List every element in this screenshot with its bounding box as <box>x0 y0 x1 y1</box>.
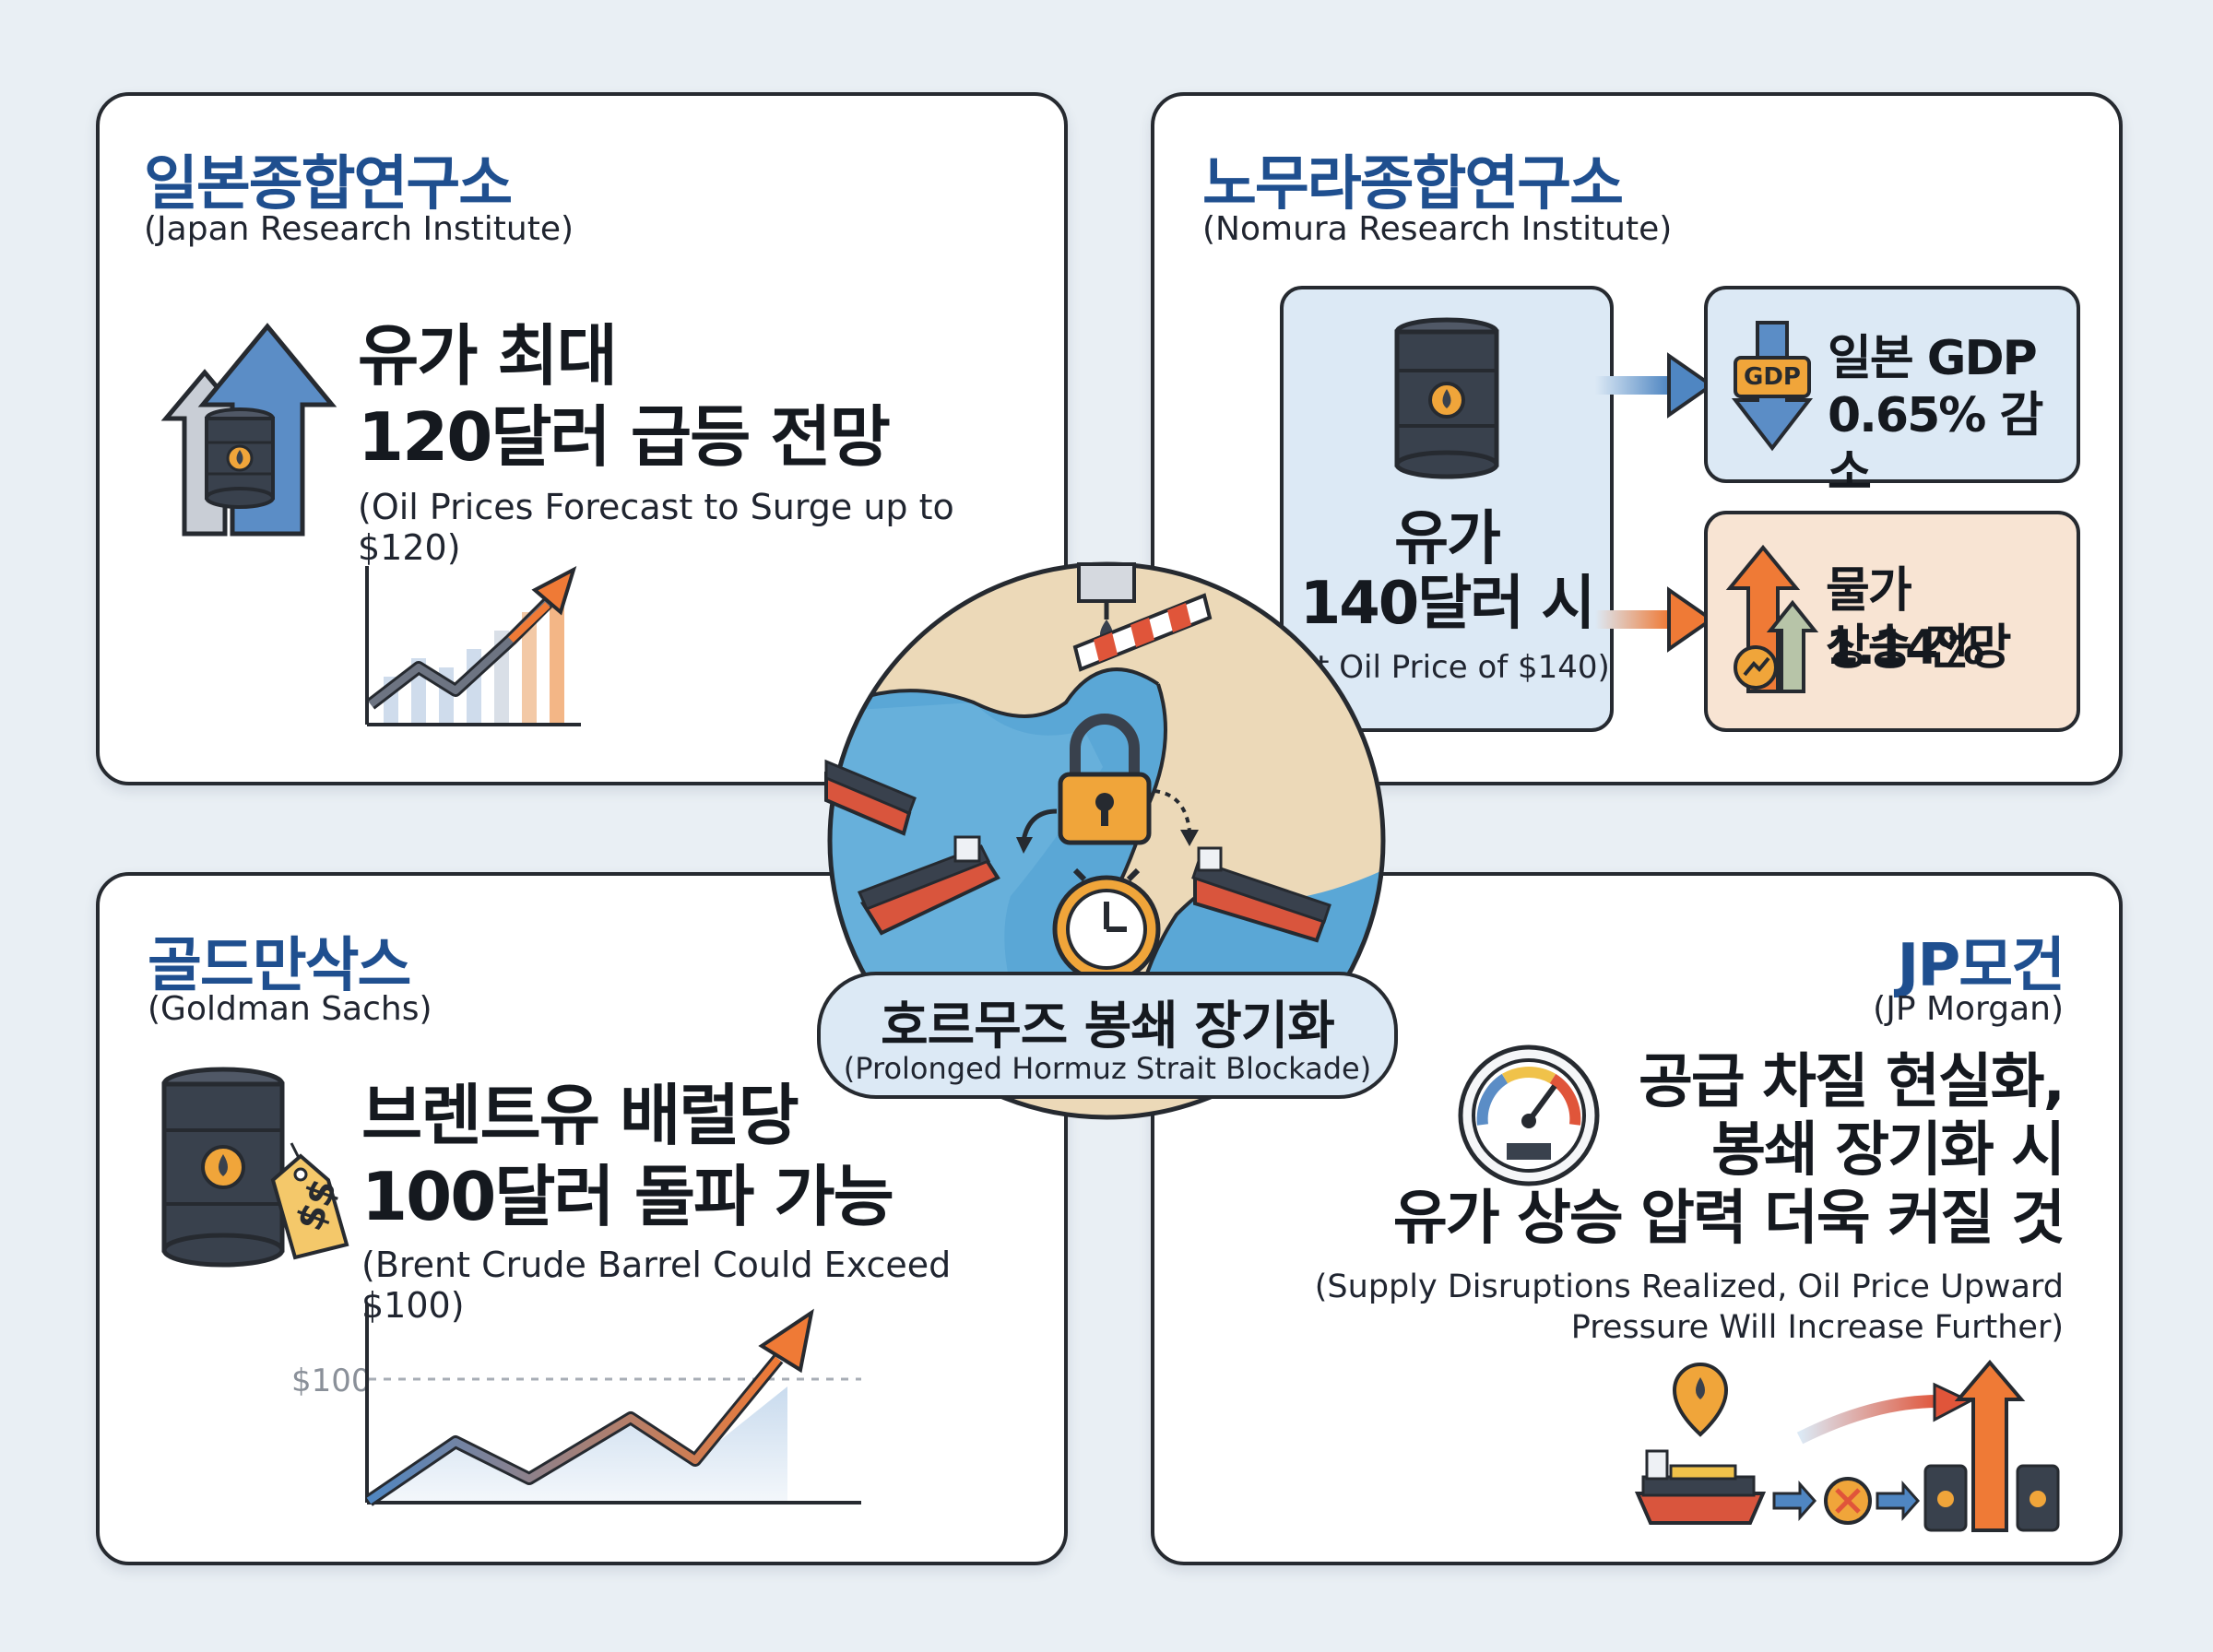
price-impact-box: 물가 1.14% 상승 전망 <box>1704 511 2080 732</box>
gdp-impact-box: GDP 일본 GDP 0.65% 감소 <box>1704 286 2080 501</box>
supply-disruption-flow <box>1634 1359 2060 1532</box>
institution-name-en: (JP Morgan) <box>1873 990 2064 1028</box>
price-line-2: 상승 전망 <box>1826 620 2011 676</box>
condition-subtitle: (At Oil Price of $140) <box>1284 649 1610 686</box>
institution-name-ko: JP모건 <box>1897 932 2065 1000</box>
oil-barrel-icon <box>205 407 275 509</box>
chart-threshold-label: $100 <box>291 1363 372 1399</box>
price-up-arrow-icon <box>1725 544 1819 693</box>
flow-arrow-to-gdp <box>1595 352 1715 419</box>
headline-line-2: 120달러 급등 전망 <box>358 398 891 476</box>
headline-subtitle-line-1: (Supply Disruptions Realized, Oil Price … <box>1314 1268 2064 1305</box>
tanker-ship-icon <box>824 759 917 836</box>
clock-icon <box>1052 867 1161 984</box>
headline-line-3: 유가 상승 압력 더욱 커질 것 <box>1392 1185 2065 1253</box>
jpm-card: JP모건 (JP Morgan) 공급 차질 현실화, 봉쇄 장기화 시 유가 … <box>1151 872 2123 1565</box>
headline-line-2: 100달러 돌파 가능 <box>361 1158 894 1235</box>
gdp-badge: GDP <box>1744 363 1801 391</box>
trend-chart-icon <box>365 1304 861 1506</box>
headline-subtitle: (Oil Prices Forecast to Surge up to $120… <box>358 487 954 568</box>
center-title-en: (Prolonged Hormuz Strait Blockade) <box>843 1051 1372 1086</box>
lock-icon <box>1058 714 1152 845</box>
institution-name-en: (Japan Research Institute) <box>144 210 574 248</box>
trend-chart-icon <box>365 566 581 726</box>
gdp-line-1: 일본 GDP <box>1828 331 2038 386</box>
institution-name-en: (Goldman Sachs) <box>148 990 432 1028</box>
gdp-down-arrow-icon <box>1731 321 1814 452</box>
headline-line-2: 봉쇄 장기화 시 <box>1711 1116 2065 1185</box>
headline-subtitle: (Brent Crude Barrel Could Exceed $100) <box>361 1245 952 1326</box>
price-tag-icon <box>270 1142 349 1260</box>
price-line-1: 물가 1.14% <box>1826 563 1984 676</box>
oil-price-condition-box: 유가 140달러 시 (At Oil Price of $140) <box>1280 286 1614 732</box>
institution-name-en: (Nomura Research Institute) <box>1202 210 1673 248</box>
condition-line-1: 유가 <box>1394 505 1501 573</box>
oil-barrel-icon <box>161 1067 285 1268</box>
tanker-ship-icon <box>857 835 1000 936</box>
institution-name-ko: 노무라종합연구소 <box>1202 150 1624 218</box>
tanker-ship-icon <box>1191 846 1331 943</box>
jri-card: 일본종합연구소 (Japan Research Institute) 유가 최대… <box>96 92 1068 785</box>
institution-name-ko: 일본종합연구소 <box>144 150 513 218</box>
road-barrier-icon <box>1072 593 1213 672</box>
oil-barrel-icon <box>1394 317 1499 479</box>
headline-subtitle-line-2: Pressure Will Increase Further) <box>1570 1309 2064 1346</box>
flow-arrow-to-price <box>1595 586 1715 653</box>
condition-line-2: 140달러 시 <box>1299 570 1596 638</box>
headline-line-1: 공급 차질 현실화, <box>1638 1048 2065 1116</box>
center-title-ko: 호르무즈 봉쇄 장기화 <box>881 997 1335 1056</box>
headline-line-1: 유가 최대 <box>358 317 618 395</box>
gdp-line-2: 0.65% 감소 <box>1828 388 2043 501</box>
institution-name-ko: 골드만삭스 <box>148 932 411 1000</box>
gauge-icon <box>1458 1044 1600 1186</box>
headline-line-1: 브렌트유 배럴당 <box>361 1077 799 1154</box>
center-title-pill: 호르무즈 봉쇄 장기화 (Prolonged Hormuz Strait Blo… <box>817 972 1398 1099</box>
